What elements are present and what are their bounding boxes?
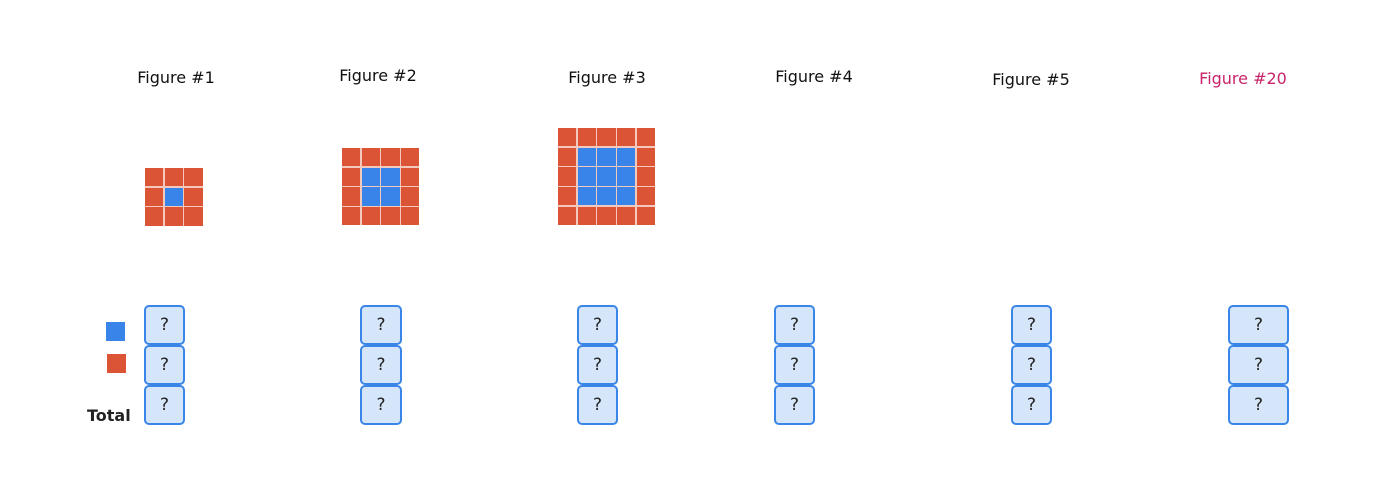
figure-title: Figure #2	[339, 66, 417, 85]
total-count-input[interactable]: ?	[1011, 385, 1052, 425]
blue-tile	[577, 167, 596, 186]
red-tile	[145, 187, 164, 206]
red-tile	[401, 187, 420, 206]
red-tile	[164, 168, 183, 187]
red-tile	[381, 148, 400, 167]
legend-blue	[106, 322, 125, 341]
blue-tile	[361, 187, 380, 206]
blue-count-input[interactable]: ?	[1011, 305, 1052, 345]
total-label: Total	[87, 406, 131, 425]
figure-grid	[558, 128, 655, 225]
figure-title: Figure #5	[992, 70, 1070, 89]
blue-tile	[597, 187, 616, 206]
blue-tile	[617, 187, 636, 206]
figure-title: Figure #20	[1199, 69, 1287, 88]
red-tile	[184, 168, 203, 187]
total-count-input[interactable]: ?	[774, 385, 815, 425]
red-tile	[636, 147, 655, 166]
red-tile	[577, 206, 596, 225]
blue-count-input[interactable]: ?	[774, 305, 815, 345]
red-tile	[361, 207, 380, 226]
red-tile	[361, 148, 380, 167]
red-tile	[636, 187, 655, 206]
red-tile	[597, 128, 616, 147]
red-tile	[636, 128, 655, 147]
red-count-input[interactable]: ?	[1011, 345, 1052, 385]
blue-tile	[617, 167, 636, 186]
red-tile	[342, 187, 361, 206]
red-count-input[interactable]: ?	[1228, 345, 1289, 385]
red-tile	[558, 206, 577, 225]
red-tile	[342, 207, 361, 226]
blue-tile	[597, 167, 616, 186]
red-tile	[636, 167, 655, 186]
red-tile	[401, 167, 420, 186]
blue-tile	[164, 187, 183, 206]
red-tile	[636, 206, 655, 225]
red-tile	[558, 147, 577, 166]
blue-count-input[interactable]: ?	[1228, 305, 1289, 345]
figure-grid	[342, 148, 420, 226]
total-count-input[interactable]: ?	[144, 385, 185, 425]
figure-title: Figure #4	[775, 67, 853, 86]
red-count-input[interactable]: ?	[144, 345, 185, 385]
figure-title: Figure #3	[568, 68, 646, 87]
red-count-input[interactable]: ?	[577, 345, 618, 385]
total-count-input[interactable]: ?	[577, 385, 618, 425]
red-tile	[342, 167, 361, 186]
red-tile	[401, 148, 420, 167]
total-count-input[interactable]: ?	[360, 385, 402, 425]
red-count-input[interactable]: ?	[360, 345, 402, 385]
blue-tile	[577, 147, 596, 166]
red-tile	[381, 207, 400, 226]
red-tile	[597, 206, 616, 225]
red-tile	[145, 207, 164, 226]
blue-tile	[381, 187, 400, 206]
red-tile	[342, 148, 361, 167]
figure-title: Figure #1	[137, 68, 215, 87]
total-count-input[interactable]: ?	[1228, 385, 1289, 425]
blue-count-input[interactable]: ?	[144, 305, 185, 345]
red-tile	[577, 128, 596, 147]
red-tile	[164, 207, 183, 226]
legend-red	[107, 354, 126, 373]
red-tile	[184, 207, 203, 226]
red-tile	[145, 168, 164, 187]
blue-count-input[interactable]: ?	[360, 305, 402, 345]
blue-tile	[597, 147, 616, 166]
blue-tile	[617, 147, 636, 166]
red-tile	[558, 187, 577, 206]
red-tile	[558, 167, 577, 186]
red-count-input[interactable]: ?	[774, 345, 815, 385]
blue-tile	[381, 167, 400, 186]
red-tile	[558, 128, 577, 147]
red-tile	[184, 187, 203, 206]
blue-tile	[361, 167, 380, 186]
red-tile	[401, 207, 420, 226]
red-tile	[617, 128, 636, 147]
red-tile	[617, 206, 636, 225]
blue-count-input[interactable]: ?	[577, 305, 618, 345]
figure-grid	[145, 168, 203, 226]
blue-tile	[577, 187, 596, 206]
